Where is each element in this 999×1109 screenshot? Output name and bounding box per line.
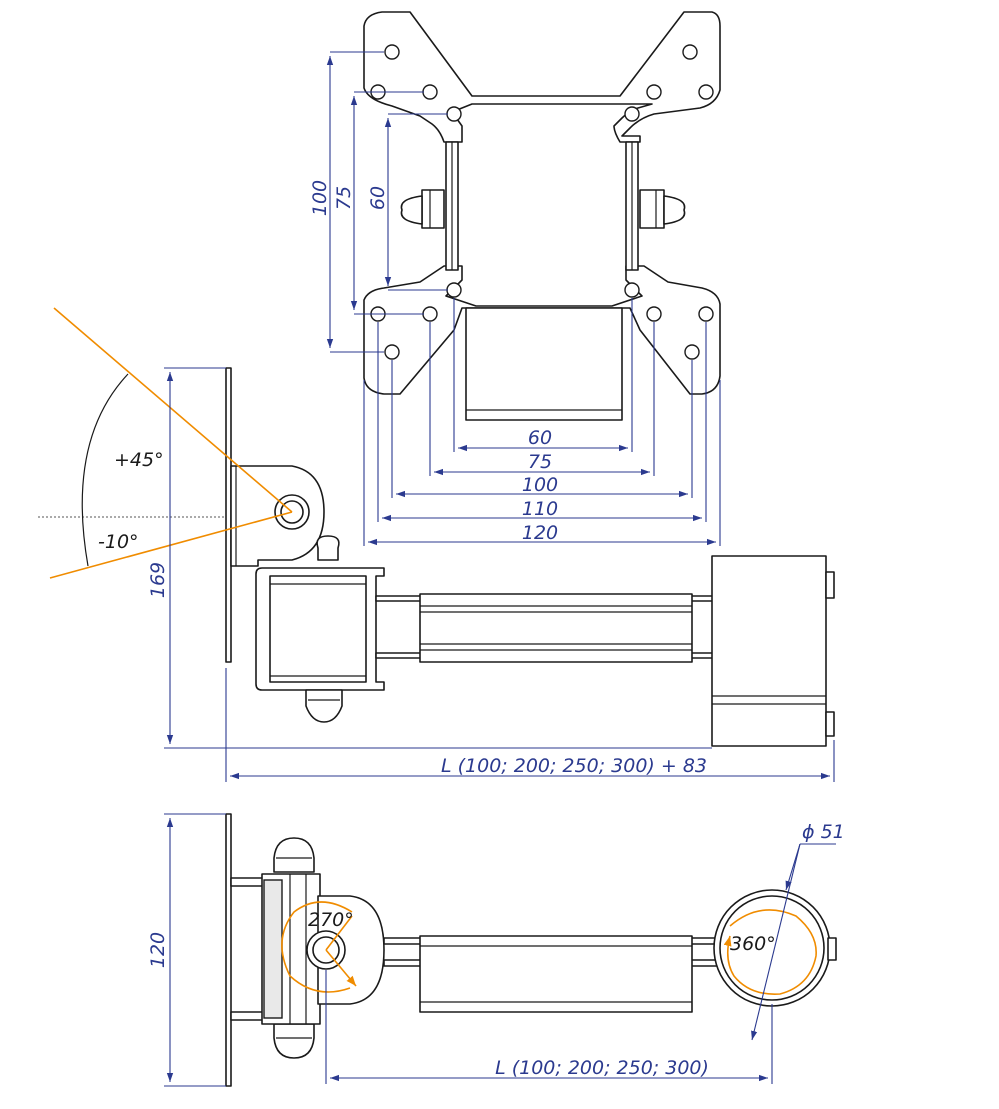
vertical-dimensions: 100 75 60	[309, 51, 448, 353]
dim-110-horizontal: 110	[522, 498, 558, 520]
dim-60-vertical: 60	[367, 186, 389, 210]
mount-hole	[446, 282, 462, 298]
side-wall-mount	[711, 555, 827, 747]
mount-hole	[624, 282, 640, 298]
bottom-plate	[363, 265, 721, 395]
swivel-270-label: 270°	[308, 909, 354, 931]
dim-120-top: 120	[147, 932, 169, 968]
top-view: 270° 360° ϕ 51 120 L (100; 200; 250; 300…	[147, 813, 845, 1087]
side-arm-tube	[419, 593, 693, 663]
front-view: 100 75 60 60 75 100 110 120	[309, 11, 721, 546]
right-knob	[639, 189, 686, 229]
mount-hole	[384, 344, 400, 360]
dim-60-horizontal: 60	[528, 427, 552, 449]
dim-length-side: L (100; 200; 250; 300) + 83	[441, 755, 707, 777]
mount-hole	[384, 44, 400, 60]
top-arm-tube	[419, 935, 693, 1013]
dim-100-vertical: 100	[309, 180, 331, 216]
side-view: +45° -10° 169 L (100; 200; 250; 300) + 8…	[38, 307, 835, 782]
mount-hole	[682, 44, 698, 60]
mount-hole	[646, 84, 662, 100]
dim-75-vertical: 75	[333, 186, 355, 210]
rotation-360-label: 360°	[730, 933, 776, 955]
top-plate	[363, 11, 721, 143]
horizontal-dimensions: 60 75 100 110 120	[363, 298, 721, 546]
top-knob-upper	[273, 837, 315, 873]
mount-hole	[422, 306, 438, 322]
dim-169: 169	[147, 562, 169, 598]
mount-hole	[684, 344, 700, 360]
tilt-up-label: +45°	[114, 449, 164, 471]
mount-hole	[698, 84, 714, 100]
mount-hole	[446, 106, 462, 122]
tilt-down-label: -10°	[98, 531, 139, 553]
top-knob-lower	[273, 1023, 315, 1059]
elbow-plate	[317, 895, 385, 1005]
swivel-270-indicator: 270°	[281, 901, 357, 993]
mount-hole	[698, 306, 714, 322]
dim-100-horizontal: 100	[522, 474, 558, 496]
dim-diameter: ϕ 51	[802, 821, 845, 843]
mount-hole	[646, 306, 662, 322]
mount-hole	[422, 84, 438, 100]
rotation-360-indicator: 360°	[723, 909, 817, 995]
dim-75-horizontal: 75	[528, 451, 552, 473]
center-block	[465, 307, 623, 421]
top-wall-plate	[225, 813, 232, 1087]
dim-length-top: L (100; 200; 250; 300)	[495, 1057, 709, 1079]
left-knob	[400, 189, 445, 229]
mount-hole	[624, 106, 640, 122]
dim-120-horizontal: 120	[522, 522, 558, 544]
